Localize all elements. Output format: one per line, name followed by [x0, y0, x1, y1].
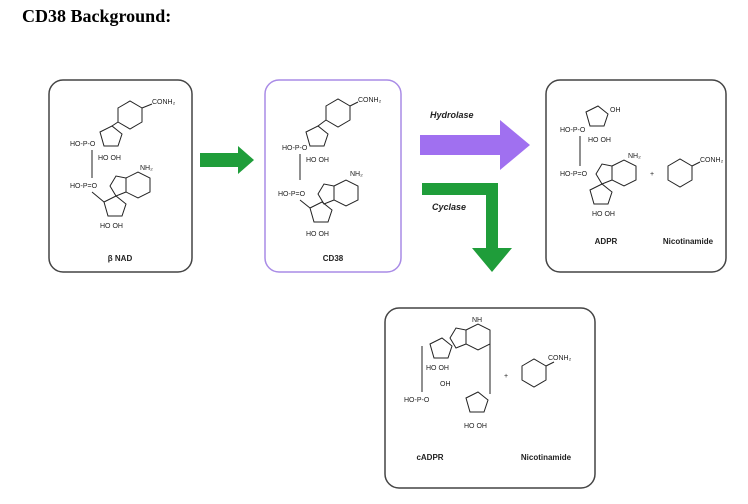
cd38-hoh-2: HO OH	[306, 231, 329, 238]
nad-hopo-1: HO-P-O	[70, 141, 96, 148]
cadpr-nh: NH	[472, 317, 482, 324]
cd38-conh2: CONH₂	[358, 97, 382, 104]
green-arrow-right	[200, 146, 254, 174]
cd38-hopo-1: HO-P-O	[282, 145, 308, 152]
cd38-hoh-1: HO OH	[306, 157, 329, 164]
cyclase-arrow: Cyclase	[422, 183, 512, 272]
adpr-hopo-2: HO-P=O	[560, 171, 588, 178]
adpr-plus: +	[650, 171, 654, 178]
cadpr-box: NH HO OH HO-P-O OH HO OH + CONH₂ cADPR N…	[384, 307, 596, 489]
page-title: CD38 Background:	[22, 6, 172, 26]
cadpr-nicotinamide-conh2: CONH₂	[548, 355, 572, 362]
cadpr-hoh-2: HO OH	[464, 423, 487, 430]
cadpr-hopo: HO-P-O	[404, 397, 430, 404]
nad-conh2: CONH₂	[152, 99, 176, 106]
cd38-structure: CONH₂ HO-P-O HO OH HO-P=O NH₂ HO OH	[278, 97, 382, 238]
cadpr-plus: +	[504, 373, 508, 380]
adpr-nh2: NH₂	[628, 153, 641, 160]
cd38-hopo-2: HO-P=O	[278, 191, 306, 198]
nad-hoh-2: HO OH	[100, 223, 123, 230]
adpr-structure: OH HO-P-O HO OH HO-P=O NH₂ HO OH + CONH₂	[560, 105, 724, 218]
adpr-nicotinamide-label: Nicotinamide	[663, 237, 714, 246]
nad-nh2: NH₂	[140, 165, 153, 172]
cadpr-structure: NH HO OH HO-P-O OH HO OH + CONH₂	[404, 317, 572, 430]
adpr-nicotinamide-conh2: CONH₂	[700, 157, 724, 164]
cd38-box: CONH₂ HO-P-O HO OH HO-P=O NH₂ HO OH CD38	[264, 79, 402, 273]
adpr-oh: OH	[610, 107, 621, 114]
adpr-hopo-1: HO-P-O	[560, 127, 586, 134]
nad-hoh-1: HO OH	[98, 155, 121, 162]
cadpr-oh: OH	[440, 381, 451, 388]
adpr-box: OH HO-P-O HO OH HO-P=O NH₂ HO OH + CONH₂…	[545, 79, 727, 273]
nad-hopo-2: HO-P=O	[70, 183, 98, 190]
adpr-hoh-2: HO OH	[592, 211, 615, 218]
cadpr-nicotinamide-label: Nicotinamide	[521, 453, 572, 462]
hydrolase-arrow: Hydrolase	[420, 110, 530, 170]
cadpr-label: cADPR	[416, 453, 443, 462]
nad-box: CONH₂ HO-P-O HO OH HO-P=O NH₂ HO OH β NA…	[48, 79, 193, 273]
cd38-label: CD38	[323, 254, 344, 263]
adpr-hoh-1: HO OH	[588, 137, 611, 144]
cd38-nh2: NH₂	[350, 171, 363, 178]
adpr-label: ADPR	[595, 237, 618, 246]
nad-structure: CONH₂ HO-P-O HO OH HO-P=O NH₂ HO OH	[70, 99, 176, 230]
hydrolase-label: Hydrolase	[430, 110, 474, 120]
cyclase-label: Cyclase	[432, 202, 466, 212]
nad-label: β NAD	[108, 254, 133, 263]
cadpr-hoh-1: HO OH	[426, 365, 449, 372]
